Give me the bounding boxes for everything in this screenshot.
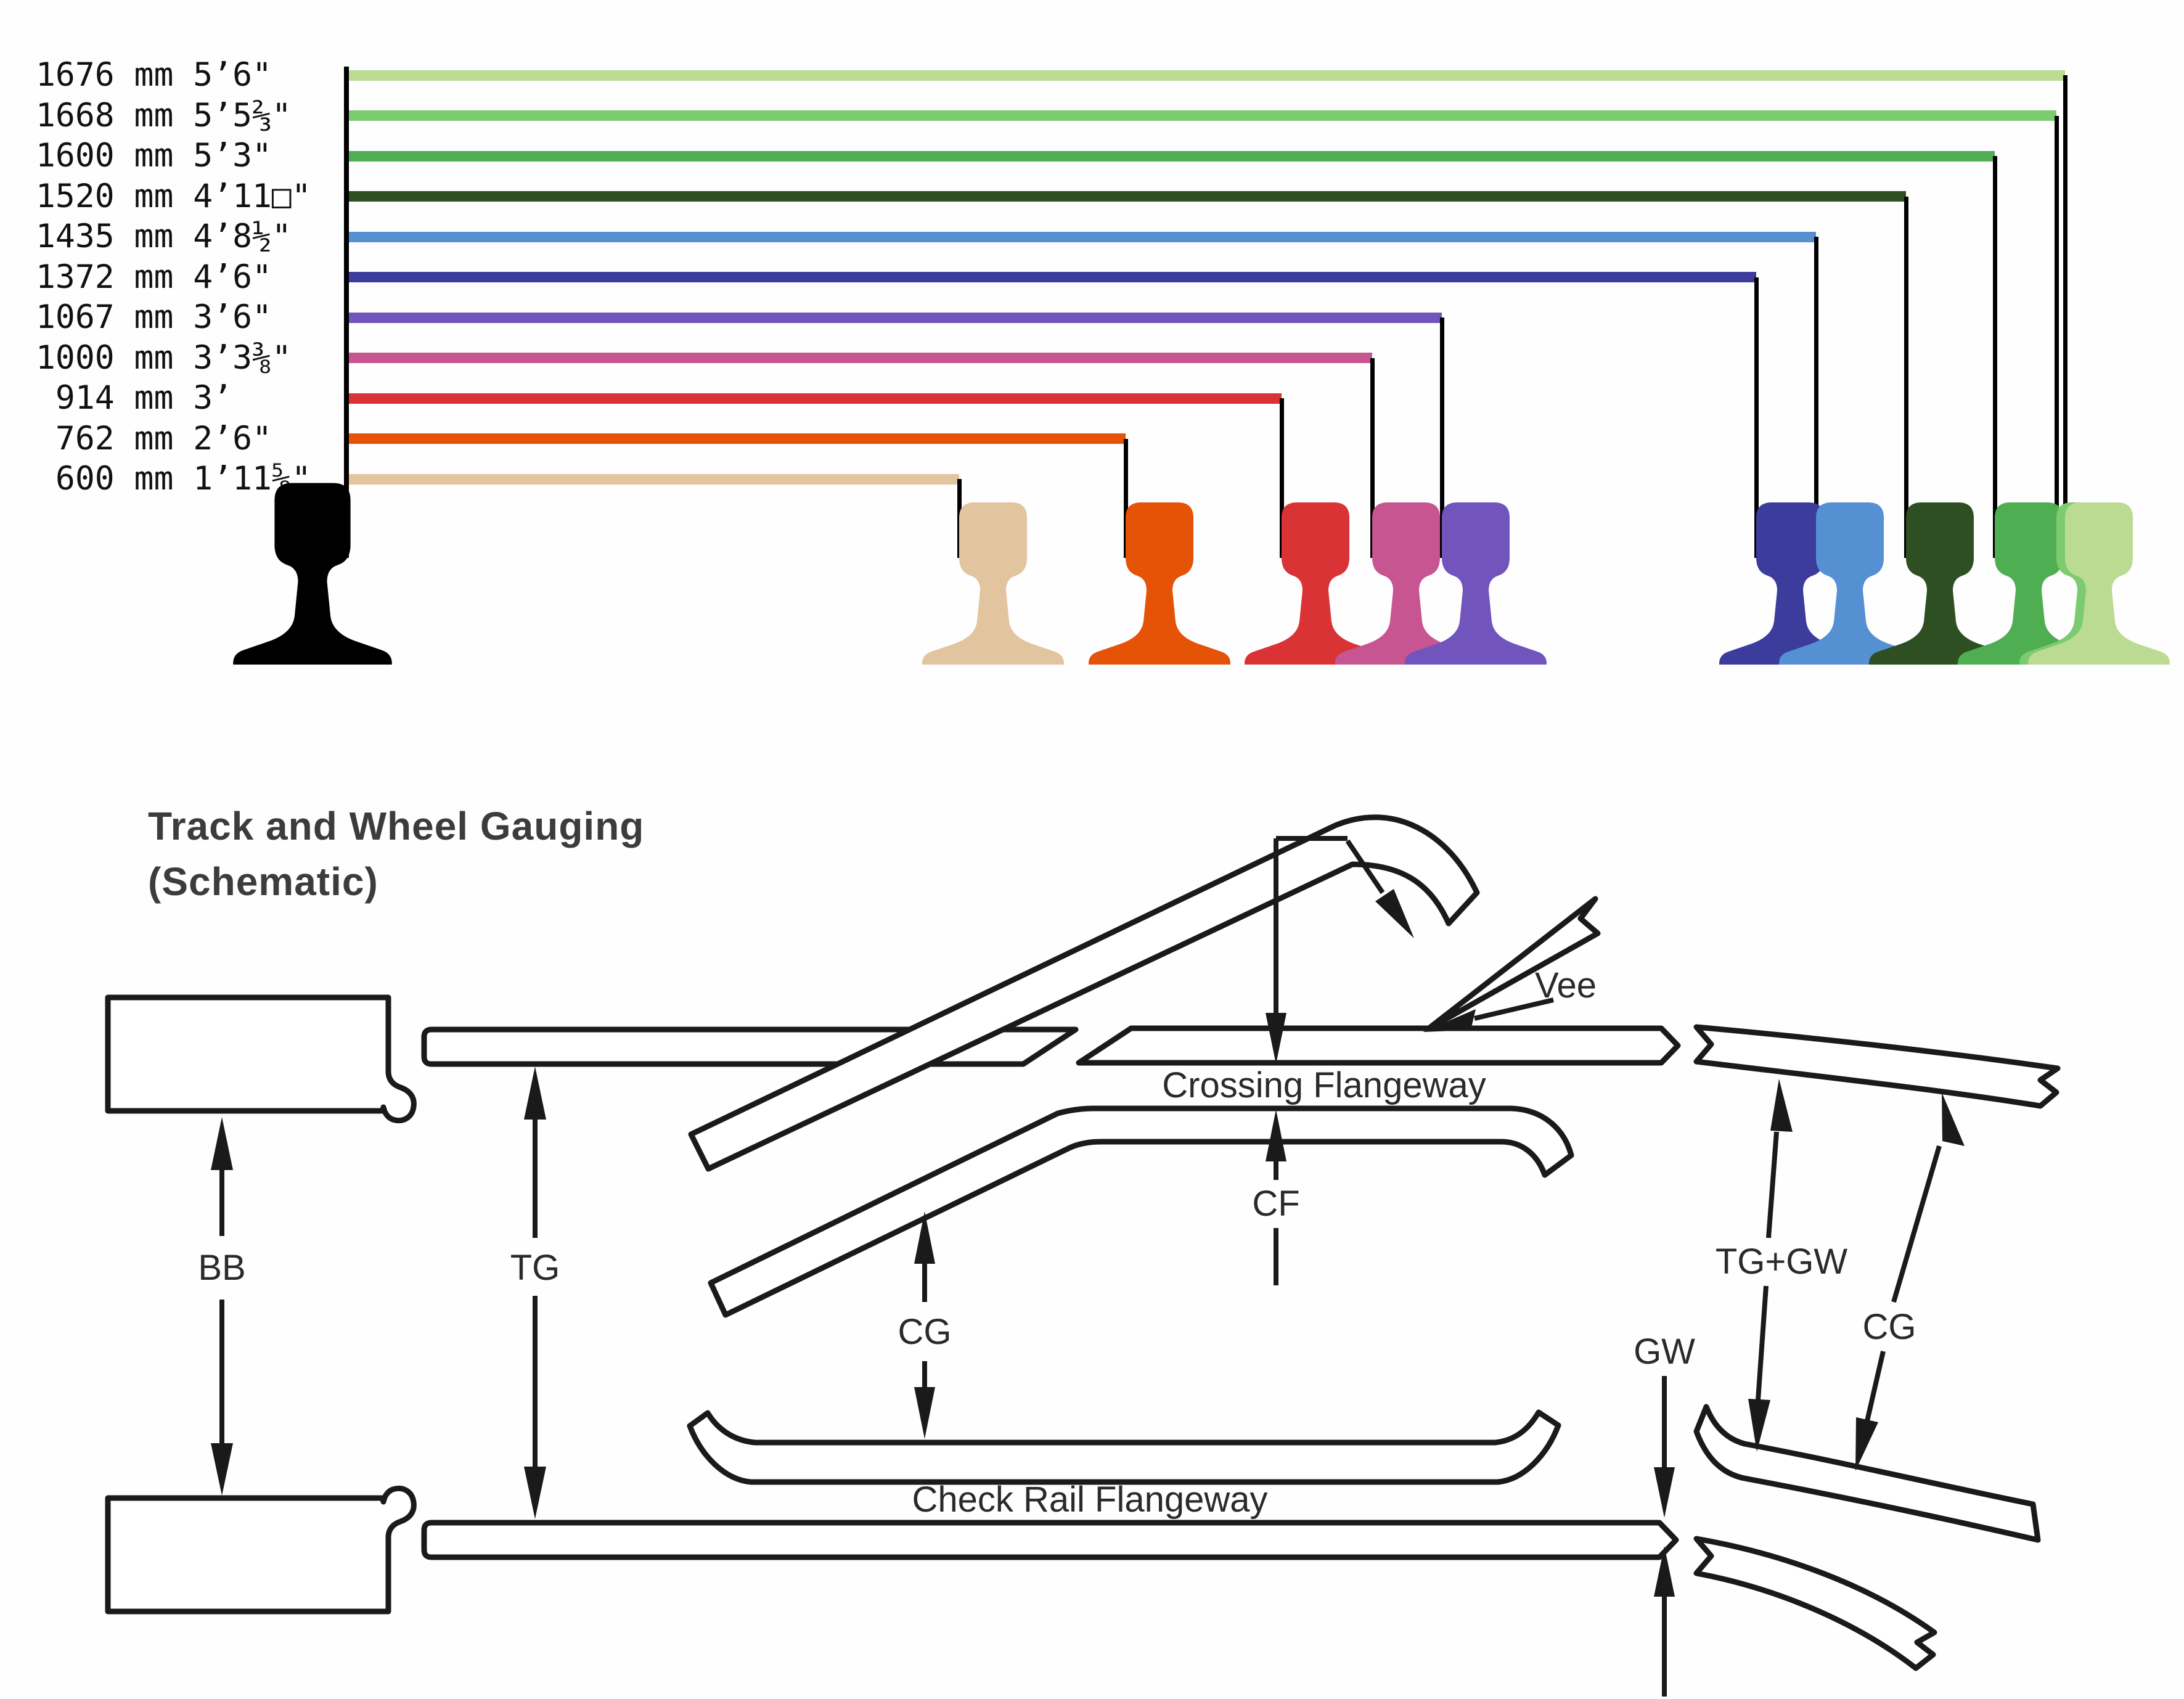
gauge-bar xyxy=(349,110,2056,121)
rail-profile-1000mm xyxy=(1335,502,1477,665)
gauge-label: 762 mm 2’6" xyxy=(36,419,272,457)
diagonal-rail-upper xyxy=(688,814,1480,1172)
curved-rail-top xyxy=(1693,1024,2061,1109)
cg-left-arrowhead-up xyxy=(914,1211,935,1264)
gauge-label: 1435 mm 4’8½" xyxy=(36,218,292,255)
vee-label: Vee xyxy=(1535,965,1597,1005)
gauge-bar xyxy=(349,393,1282,404)
check-rail-flangeway-label: Check Rail Flangeway xyxy=(912,1480,1267,1520)
gauge-bar xyxy=(349,150,1995,162)
gauge-label: 1000 mm 3’3⅜" xyxy=(36,338,292,377)
tggw-arrowhead-up xyxy=(1770,1079,1793,1132)
rail-profile-914mm xyxy=(1245,502,1386,665)
wheel-profile-top xyxy=(105,994,417,1124)
gauge-bar xyxy=(349,70,2065,81)
gauge-drop-line xyxy=(1123,438,1128,558)
rail-profile-common-black xyxy=(233,483,392,665)
gauge-drop-line xyxy=(1439,317,1444,558)
diagonal-rail-lower-wing xyxy=(708,1105,1574,1318)
bb-arrowhead-down xyxy=(211,1443,233,1496)
bottom-rail xyxy=(421,1520,1679,1560)
gauge-bar xyxy=(349,272,1756,282)
gauge-bar xyxy=(349,433,1126,444)
gauge-bar xyxy=(349,473,959,485)
tggw-arrowhead-down xyxy=(1748,1399,1770,1452)
cg-right-label: CG xyxy=(1863,1307,1916,1347)
curved-rail-inner xyxy=(1693,1404,2041,1543)
gauge-label: 1520 mm 4’11□" xyxy=(36,177,311,215)
frog-straight-rail xyxy=(1076,1025,1681,1066)
curved-rail-outer xyxy=(1693,1536,1937,1671)
rail-profile-1372mm xyxy=(1719,502,1861,665)
tggw-label: TG+GW xyxy=(1716,1242,1848,1282)
cf-leader-arrowhead xyxy=(1375,889,1414,938)
gauge-bar xyxy=(349,312,1442,323)
rail-profile-600mm xyxy=(922,502,1064,665)
gauge-label: 914 mm 3’ xyxy=(36,379,233,417)
gauge-label: 1676 mm 5’6" xyxy=(36,56,272,94)
common-rail-gauge-face-line xyxy=(344,67,349,558)
tg-arrowhead-up xyxy=(524,1066,546,1120)
crossing-flangeway-label: Crossing Flangeway xyxy=(1162,1065,1486,1105)
check-rail xyxy=(687,1409,1561,1485)
rail-profile-1067mm xyxy=(1405,502,1547,665)
vee-point xyxy=(1426,896,1601,1031)
gauge-label: 1372 mm 4’6" xyxy=(36,258,272,296)
gw-arrowhead-down xyxy=(1654,1467,1675,1518)
dimension-arrows xyxy=(211,836,1965,1697)
gw-label: GW xyxy=(1634,1332,1695,1372)
gauge-label: 1668 mm 5’5⅔" xyxy=(36,96,292,134)
cg-left-label: CG xyxy=(898,1312,952,1352)
cg-right-arrowhead-up xyxy=(1942,1092,1965,1146)
schematic-title-line2: (Schematic) xyxy=(148,859,378,904)
gauge-drop-line xyxy=(1992,156,1997,558)
rail-profile-1600mm xyxy=(1958,502,2100,665)
rail-profile-762mm xyxy=(1089,502,1230,665)
gw-arrowhead-up xyxy=(1654,1546,1675,1597)
gauge-drop-line xyxy=(1814,237,1818,558)
gauge-drop-line xyxy=(1279,398,1284,558)
rail-profile-icons xyxy=(233,483,2170,665)
cg-right-arrowhead-down xyxy=(1855,1417,1878,1471)
rail-profile-1676mm xyxy=(2028,502,2170,665)
bb-label: BB xyxy=(198,1248,245,1288)
tg-arrowhead-down xyxy=(524,1467,546,1519)
cf-label: CF xyxy=(1252,1184,1299,1224)
gauge-drop-line xyxy=(1754,277,1759,558)
cg-left-arrowhead-down xyxy=(914,1387,935,1439)
gauge-drop-line xyxy=(2063,75,2067,558)
cf-arrowhead-down xyxy=(1266,1013,1286,1064)
wheel-profile-bottom xyxy=(105,1485,417,1615)
schematic-title-line1: Track and Wheel Gauging xyxy=(148,804,644,848)
gauge-drop-line xyxy=(2054,115,2059,558)
gauge-label: 1600 mm 5’3" xyxy=(36,137,272,174)
gauge-drop-line xyxy=(1370,358,1375,558)
tg-label: TG xyxy=(510,1248,560,1288)
gauge-bar xyxy=(349,353,1372,363)
gauge-bar xyxy=(349,191,1906,202)
gauge-label: 1067 mm 3’6" xyxy=(36,298,272,336)
gauge-drop-line xyxy=(1904,196,1908,558)
gauge-comparison-chart: 1676 mm 5’6"1668 mm 5’5⅔"1600 mm 5’3"152… xyxy=(0,0,2184,727)
rail-profile-1520mm xyxy=(1869,502,2011,665)
vee-leader-arrowhead xyxy=(1423,1009,1476,1032)
cf-arrowhead-up xyxy=(1266,1110,1286,1161)
rail-profile-1435mm xyxy=(1779,502,1921,665)
bb-arrowhead-up xyxy=(211,1117,233,1170)
gauge-bar xyxy=(349,231,1816,242)
